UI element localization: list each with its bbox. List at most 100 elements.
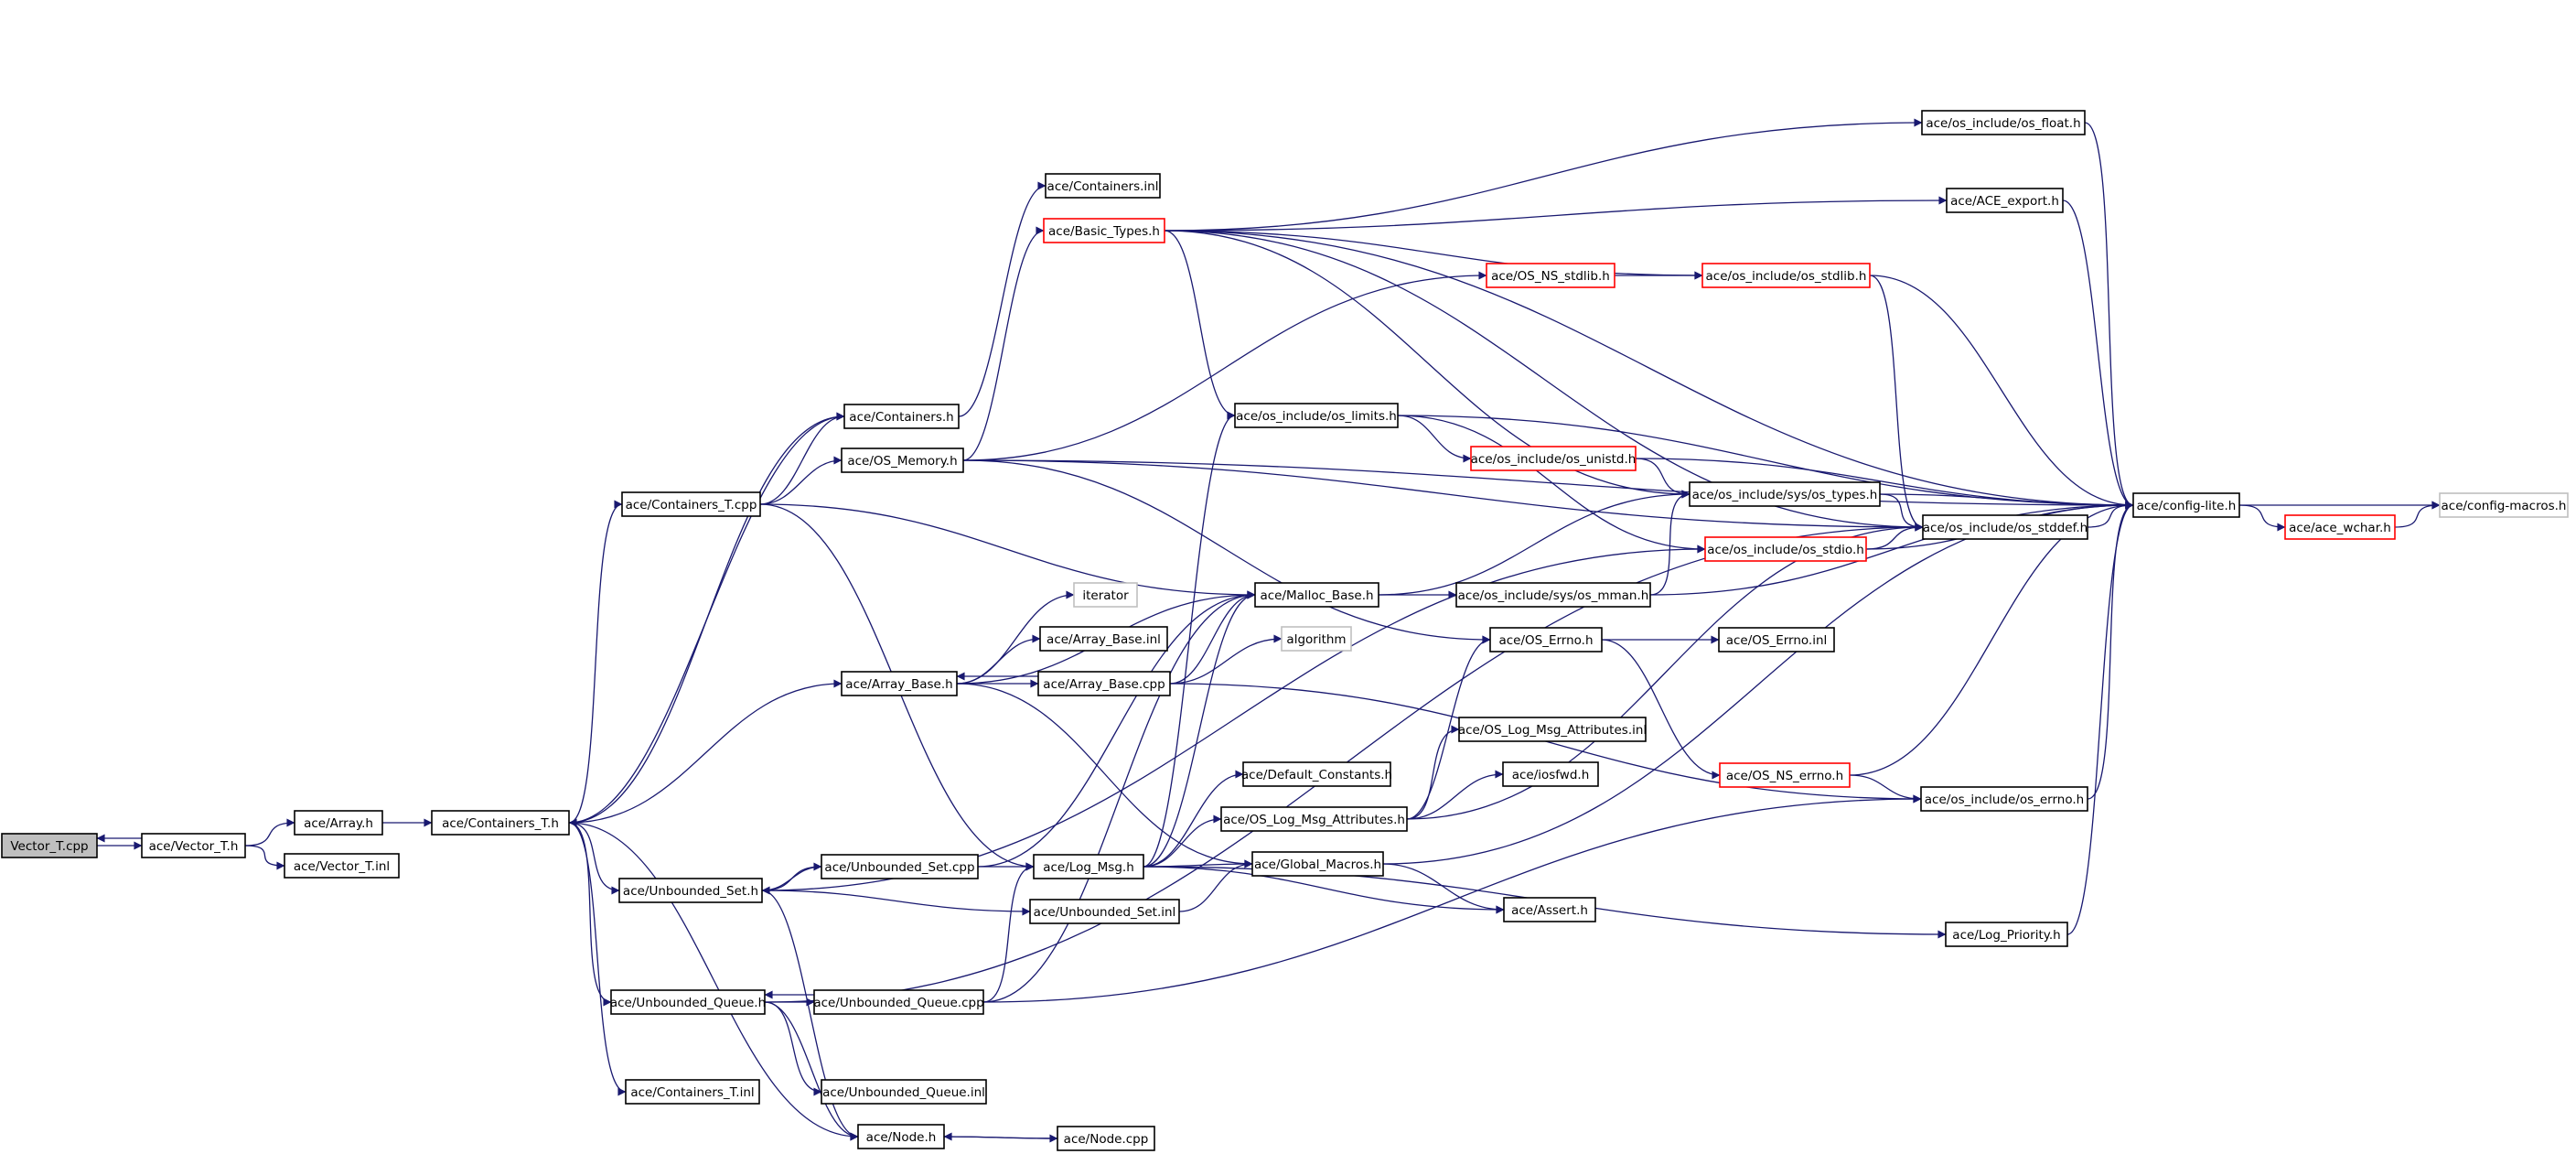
node-unbounded-queue-inl[interactable]: ace/Unbounded_Queue.inl <box>821 1079 987 1105</box>
node-label: ace/Containers_T.inl <box>630 1085 754 1100</box>
edge-array_base_h-to-global_macros_h <box>956 683 1253 868</box>
edge-line <box>759 503 1256 599</box>
edge-basic_types_h-to-os_stddef_h <box>1164 230 1924 532</box>
node-array-base-inl[interactable]: ace/Array_Base.inl <box>1039 626 1168 652</box>
node-unbounded-queue-h[interactable]: ace/Unbounded_Queue.h <box>610 989 766 1015</box>
node-array-base-cpp[interactable]: ace/Array_Base.cpp <box>1037 671 1171 696</box>
node-label: Vector_T.cpp <box>10 839 88 854</box>
edge-os_memory_h-to-os_stddef_h <box>962 459 1924 532</box>
node-os-stdlib-h[interactable]: ace/os_include/os_stdlib.h <box>1701 263 1871 288</box>
edge-os_stdlib_h-to-config_lite_h <box>1869 275 2134 510</box>
node-os-stddef-h[interactable]: ace/os_include/os_stddef.h <box>1922 514 2088 540</box>
edge-line <box>1169 634 1283 685</box>
node-label: ace/Array_Base.inl <box>1046 632 1161 647</box>
node-iterator[interactable]: iterator <box>1073 582 1138 608</box>
node-vector-t-cpp[interactable]: Vector_T.cpp <box>1 833 98 858</box>
node-log-msg-h[interactable]: ace/Log_Msg.h <box>1033 854 1144 879</box>
node-label: ace/Vector_T.h <box>149 839 239 854</box>
node-os-stdio-h[interactable]: ace/os_include/os_stdio.h <box>1704 536 1867 562</box>
node-os-errno-inl[interactable]: ace/OS_Errno.inl <box>1718 627 1835 652</box>
node-containers-t-cpp[interactable]: ace/Containers_T.cpp <box>621 491 761 517</box>
node-box <box>821 854 979 879</box>
edge-array_base_cpp-to-malloc_base_h <box>1169 590 1256 685</box>
edge-os_log_msg_attr_h-to-os_errno_h <box>1406 635 1491 820</box>
node-box <box>1689 481 1881 507</box>
node-os-unistd-h[interactable]: ace/os_include/os_unistd.h <box>1470 446 1637 471</box>
edge-line <box>1406 725 1460 820</box>
node-label: ace/Array.h <box>304 816 373 831</box>
node-ace-export-h[interactable]: ace/ACE_export.h <box>1946 188 2064 213</box>
node-box <box>1502 761 1599 787</box>
node-box <box>1029 899 1180 924</box>
node-box <box>618 878 763 903</box>
node-iosfwd-h[interactable]: ace/iosfwd.h <box>1502 761 1599 787</box>
node-os-log-msg-attr-inl[interactable]: ace/OS_Log_Msg_Attributes.inl <box>1458 717 1647 742</box>
node-unbounded-set-h[interactable]: ace/Unbounded_Set.h <box>618 878 763 903</box>
node-label: ace/OS_Memory.h <box>847 454 957 469</box>
node-os-limits-h[interactable]: ace/os_include/os_limits.h <box>1234 403 1399 428</box>
node-ace-wchar-h[interactable]: ace/ace_wchar.h <box>2284 514 2396 540</box>
edge-ace_wchar_h-to-config_macros_h <box>2394 501 2441 528</box>
node-config-lite-h[interactable]: ace/config-lite.h <box>2132 492 2240 518</box>
node-containers-h[interactable]: ace/Containers.h <box>843 404 960 429</box>
node-os-mman-h[interactable]: ace/os_include/sys/os_mman.h <box>1455 582 1651 608</box>
edge-line <box>1164 196 1948 232</box>
node-malloc-base-h[interactable]: ace/Malloc_Base.h <box>1254 582 1379 608</box>
edge-basic_types_h-to-config_lite_h <box>1164 230 2134 510</box>
node-node-cpp[interactable]: ace/Node.cpp <box>1057 1126 1155 1151</box>
edge-line <box>2238 504 2286 532</box>
edge-line <box>956 683 1253 868</box>
edge-os_ns_errno_h-to-config_lite_h <box>1849 501 2134 776</box>
edge-line <box>568 822 859 1141</box>
edge-vector_t_h-to-vector_t_inl <box>244 845 285 870</box>
node-box <box>857 1124 945 1149</box>
node-vector-t-h[interactable]: ace/Vector_T.h <box>141 833 246 858</box>
edge-line <box>761 866 822 895</box>
node-array-base-h[interactable]: ace/Array_Base.h <box>841 671 958 696</box>
node-box <box>1718 627 1835 652</box>
node-label: ace/Malloc_Base.h <box>1260 588 1373 603</box>
node-unbounded-queue-cpp[interactable]: ace/Unbounded_Queue.cpp <box>813 989 984 1015</box>
edge-line <box>1406 635 1491 820</box>
node-unbounded-set-cpp[interactable]: ace/Unbounded_Set.cpp <box>821 854 979 879</box>
edge-basic_types_h-to-os_limits_h <box>1164 230 1236 420</box>
node-global-macros-h[interactable]: ace/Global_Macros.h <box>1251 851 1384 877</box>
node-unbounded-set-inl[interactable]: ace/Unbounded_Set.inl <box>1029 899 1180 924</box>
node-algorithm[interactable]: algorithm <box>1281 626 1352 652</box>
node-label: ace/os_include/sys/os_types.h <box>1692 488 1878 502</box>
edge-log_msg_h-to-assert_h <box>1143 866 1505 914</box>
node-box <box>621 491 761 517</box>
edge-global_macros_h-to-assert_h <box>1382 863 1505 914</box>
node-label: ace/os_include/os_stdlib.h <box>1706 269 1867 284</box>
node-label: ace/os_include/os_float.h <box>1926 116 2080 131</box>
node-assert-h[interactable]: ace/Assert.h <box>1503 897 1596 922</box>
node-os-log-msg-attr-h[interactable]: ace/OS_Log_Msg_Attributes.h <box>1220 806 1408 832</box>
node-array-h[interactable]: ace/Array.h <box>294 810 383 836</box>
node-containers-t-inl[interactable]: ace/Containers_T.inl <box>625 1079 760 1105</box>
node-vector-t-inl[interactable]: ace/Vector_T.inl <box>284 853 400 879</box>
edge-unbounded_set_h-to-unbounded_set_inl <box>761 890 1031 916</box>
node-label: iterator <box>1082 588 1129 603</box>
node-label: ace/Unbounded_Set.cpp <box>824 860 974 875</box>
edge-line <box>1406 770 1504 820</box>
node-default-constants-h[interactable]: ace/Default_Constants.h <box>1241 761 1392 787</box>
node-label: ace/os_include/os_unistd.h <box>1471 452 1637 467</box>
node-label: ace/OS_NS_errno.h <box>1726 769 1843 783</box>
node-containers-inl[interactable]: ace/Containers.inl <box>1045 173 1161 199</box>
node-label: ace/Basic_Types.h <box>1048 224 1160 239</box>
node-containers-t-h[interactable]: ace/Containers_T.h <box>431 810 570 836</box>
node-os-include-errno-h[interactable]: ace/os_include/os_errno.h <box>1920 786 2088 812</box>
node-os-errno-h[interactable]: ace/OS_Errno.h <box>1489 627 1603 652</box>
node-label: ace/Vector_T.inl <box>294 859 390 874</box>
node-box <box>141 833 246 858</box>
node-os-ns-errno-h[interactable]: ace/OS_NS_errno.h <box>1719 762 1851 788</box>
node-os-memory-h[interactable]: ace/OS_Memory.h <box>841 448 964 473</box>
node-os-float-h[interactable]: ace/os_include/os_float.h <box>1921 110 2086 135</box>
node-basic-types-h[interactable]: ace/Basic_Types.h <box>1043 218 1165 243</box>
node-os-ns-stdlib-h[interactable]: ace/OS_NS_stdlib.h <box>1486 263 1615 288</box>
node-config-macros-h[interactable]: ace/config-macros.h <box>2439 492 2569 518</box>
node-log-priority-h[interactable]: ace/Log_Priority.h <box>1945 922 2068 947</box>
node-node-h[interactable]: ace/Node.h <box>857 1124 945 1149</box>
node-os-types-h[interactable]: ace/os_include/sys/os_types.h <box>1689 481 1881 507</box>
node-box <box>1254 582 1379 608</box>
